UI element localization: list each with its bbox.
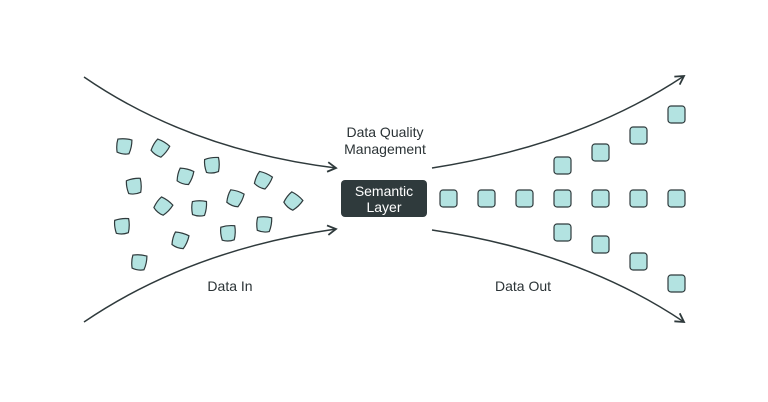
output-square [591,143,610,162]
messy-square [226,189,245,208]
messy-square [219,224,236,242]
semantic-layer-line2: Layer [366,198,402,215]
output-square [477,189,496,208]
messy-square [125,177,142,195]
output-square [667,105,686,124]
messy-square [253,170,274,190]
output-square [591,235,610,254]
data-in-label: Data In [207,278,253,294]
organized-data-squares [439,105,686,293]
messy-square [256,216,273,233]
messy-square [171,231,190,250]
output-square [629,252,648,271]
messy-square [116,138,133,155]
semantic-layer-line1: Semantic [354,182,414,199]
output-curve-bottom [431,229,686,324]
output-square [629,189,648,208]
data-out-label: Data Out [494,278,552,294]
input-curve-top [83,76,338,173]
messy-data-squares [113,138,304,271]
output-square [667,274,686,293]
messy-square [150,138,171,158]
messy-square [131,254,148,271]
output-square [439,189,458,208]
output-square [591,189,610,208]
semantic-layer-box: Semantic Layer [341,180,427,217]
messy-square [176,167,195,186]
output-square [553,156,572,175]
messy-square [203,156,220,174]
output-square [515,189,534,208]
messy-square [191,200,208,217]
input-curve-bottom [83,224,338,323]
messy-square [153,196,174,216]
output-square [629,126,648,145]
output-square [553,223,572,242]
data-quality-label: Data Quality Management [300,124,470,158]
messy-square [113,217,130,235]
output-square [553,189,572,208]
data-quality-line1: Data Quality [346,124,424,140]
data-quality-line2: Management [344,141,426,157]
output-square [667,189,686,208]
output-curve-top [431,74,686,169]
messy-square [283,191,304,211]
